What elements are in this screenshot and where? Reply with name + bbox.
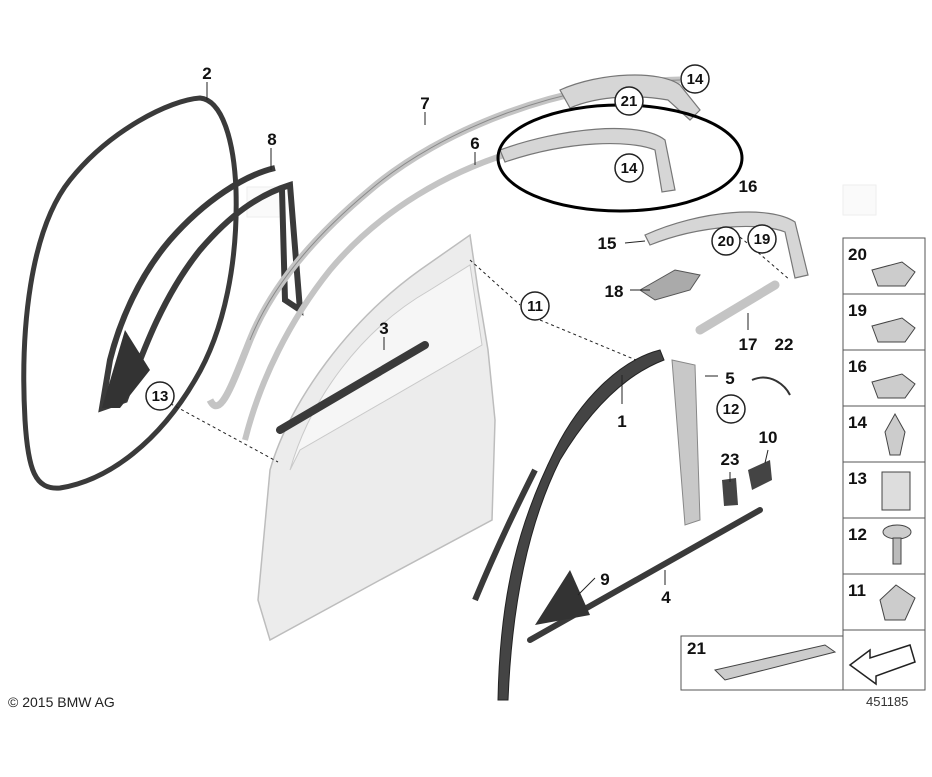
belt-seal-part-3[interactable]	[276, 341, 429, 434]
arrow-icon	[848, 644, 916, 686]
callout-8: 8	[267, 130, 276, 149]
legend-label-11: 11	[848, 581, 866, 600]
strip-part-4[interactable]	[527, 507, 763, 643]
trim-part-16[interactable]	[644, 211, 809, 279]
svg-text:14: 14	[621, 160, 638, 177]
svg-text:12: 12	[723, 401, 740, 418]
bracket-part-23[interactable]	[722, 478, 738, 506]
callout-4: 4	[661, 588, 671, 607]
spring-part-22[interactable]	[751, 376, 791, 396]
svg-text:14: 14	[687, 71, 704, 88]
callout-19: 19	[747, 224, 777, 254]
callout-9: 9	[600, 570, 609, 589]
door-seal-part-2[interactable]	[21, 95, 239, 491]
bracket-part-8-lower[interactable]	[102, 330, 150, 408]
callout-12: 12	[716, 394, 746, 424]
clip-icon-20	[871, 261, 916, 287]
svg-text:21: 21	[621, 93, 638, 110]
callout-6: 6	[470, 134, 479, 153]
callout-18: 18	[605, 282, 624, 301]
svg-text:11: 11	[527, 298, 543, 315]
legend-label-14: 14	[848, 413, 867, 432]
clip-nut-icon-14	[884, 412, 906, 456]
legend-label-12: 12	[848, 525, 867, 544]
copyright-text: © 2015 BMW AG	[8, 694, 115, 710]
callout-17: 17	[739, 335, 758, 354]
screw-shaft-icon-12	[892, 537, 902, 565]
retainer-icon-21	[714, 644, 837, 681]
legend-label-16: 16	[848, 357, 867, 376]
callout-14-top: 14	[680, 64, 710, 94]
callout-23: 23	[721, 450, 740, 469]
nut-icon-11	[879, 584, 916, 621]
screw-head-icon-12	[882, 524, 912, 540]
callout-7: 7	[420, 94, 429, 113]
strip-part-17[interactable]	[695, 280, 780, 335]
legend-label-19: 19	[848, 301, 867, 320]
callout-15: 15	[598, 234, 617, 253]
callout-2: 2	[202, 64, 211, 83]
callout-10: 10	[759, 428, 778, 447]
callout-14-highlighted: 14	[614, 153, 644, 183]
svg-text:19: 19	[754, 231, 771, 248]
svg-text:13: 13	[152, 388, 169, 405]
callout-11: 11	[520, 291, 550, 321]
legend-box-21: 21	[680, 635, 844, 691]
frame-seal-part-1-tail	[472, 468, 538, 602]
callout-13: 13	[145, 381, 175, 411]
trim-strip-part-6[interactable]	[242, 147, 521, 441]
triangle-part-9[interactable]	[535, 570, 590, 625]
clip-part-18[interactable]	[639, 269, 701, 301]
callout-22: 22	[775, 335, 794, 354]
cover-trim-part-14-highlighted[interactable]	[499, 128, 676, 193]
leader-lines	[159, 82, 791, 596]
frame-seal-part-1[interactable]	[497, 349, 665, 701]
svg-text:20: 20	[718, 233, 735, 250]
legend-label-21: 21	[687, 639, 706, 658]
legend-label-13: 13	[848, 469, 867, 488]
callout-3: 3	[379, 319, 388, 338]
arrow-icon-box	[842, 629, 926, 691]
bracket-part-10[interactable]	[748, 460, 772, 490]
pillar-trim-part-5[interactable]	[671, 359, 701, 526]
clip-icon-16	[871, 373, 916, 399]
legend-panel: 20 19 16 14 13 12 11	[842, 237, 926, 631]
callout-1: 1	[617, 412, 626, 431]
clip-icon-19	[871, 317, 916, 343]
callout-16: 16	[739, 177, 758, 196]
clip-icon-13	[881, 471, 911, 511]
image-number: 451185	[866, 694, 909, 709]
callout-20: 20	[711, 226, 741, 256]
callout-5: 5	[725, 369, 734, 388]
bg-box	[842, 184, 877, 216]
legend-label-20: 20	[848, 245, 867, 264]
callout-21: 21	[614, 86, 644, 116]
